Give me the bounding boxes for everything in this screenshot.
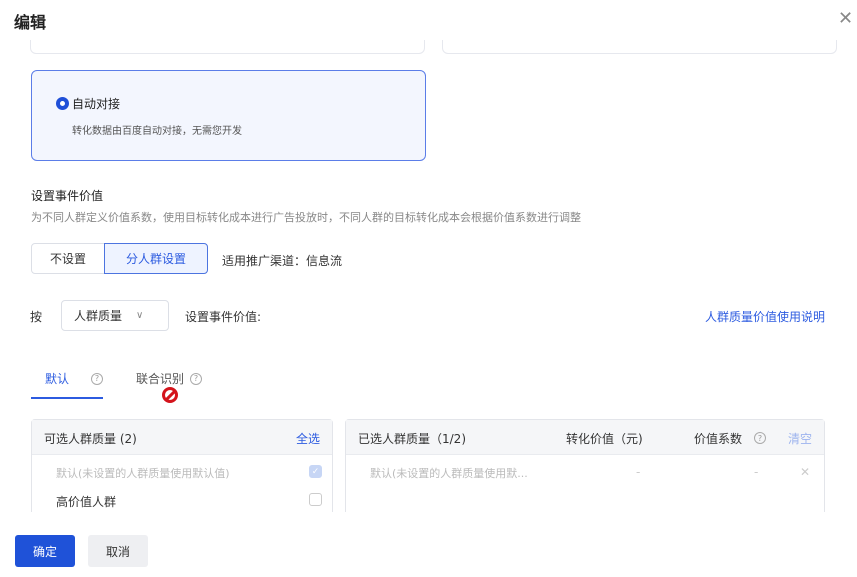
option-desc: 转化数据由百度自动对接，无需您开发 [72,126,242,137]
tab-label: 默认 [45,372,70,386]
chevron-down-icon: ∨ [136,310,144,321]
not-allowed-cursor-icon [162,387,178,403]
option-label: 自动对接 [72,97,121,111]
tab-default[interactable]: 默认? [45,370,104,387]
list-item[interactable]: 默认(未设置的人群质量使用默认值) ✓ [32,455,332,487]
remove-icon[interactable]: ✕ [799,465,810,479]
confirm-button[interactable]: 确定 [15,535,75,567]
option-card-auto[interactable]: 自动对接 转化数据由百度自动对接，无需您开发 [31,70,426,161]
channel-text: 适用推广渠道：信息流 [222,254,343,268]
panel-title: 已选人群质量（1/2) [358,432,466,446]
clear-button[interactable]: 清空 [787,432,812,446]
dialog-body[interactable]: 自动对接 转化数据由百度自动对接，无需您开发 设置事件价值 为不同人群定义价值系… [0,40,857,512]
selected-panel: 已选人群质量（1/2) 转化价值（元) 价值系数? 清空 默认(未设置的人群质量使用默… [345,419,825,512]
option-card-partial[interactable] [442,40,837,54]
item-label: 默认(未设置的人群质量使用默... [370,467,528,480]
mode-none-button[interactable]: 不设置 [31,243,105,274]
list-item: 默认(未设置的人群质量使用默... - - ✕ [346,455,824,487]
panel-title: 可选人群质量 (2) [44,432,137,446]
item-label: 默认(未设置的人群质量使用默认值) [56,467,230,480]
list-item[interactable]: 高价值人群 [32,487,332,512]
section-desc: 为不同人群定义价值系数，使用目标转化成本进行广告投放时，不同人群的目标转化成本会… [31,211,581,224]
mode-by-audience-button[interactable]: 分人群设置 [104,243,208,274]
available-panel: 可选人群质量 (2) 全选 默认(未设置的人群质量使用默认值) ✓ 高价值人群 [31,419,333,512]
close-icon[interactable]: ✕ [838,8,854,29]
section-title: 设置事件价值 [31,189,104,203]
item-label: 高价值人群 [56,495,117,509]
tab-underline [31,397,103,399]
dimension-select[interactable]: 人群质量 ∨ [61,300,169,331]
dialog-title: 编辑 [14,13,47,32]
help-icon[interactable]: ? [754,432,766,444]
help-icon[interactable]: ? [91,372,104,385]
cancel-button[interactable]: 取消 [88,535,148,567]
tab-label: 联合识别 [136,372,185,386]
by-label: 按 [30,310,43,324]
select-value: 人群质量 [74,309,123,323]
col-coef: 价值系数 [694,432,743,446]
help-icon[interactable]: ? [190,372,203,385]
option-card-partial[interactable] [30,40,425,54]
select-all-button[interactable]: 全选 [295,432,320,446]
tab-joint[interactable]: 联合识别? [136,370,203,387]
set-value-label: 设置事件价值: [185,310,262,324]
checkbox-checked[interactable]: ✓ [309,465,322,478]
checkbox[interactable] [309,493,322,506]
item-coef: - [754,465,759,479]
item-value: - [636,465,641,479]
col-value: 转化价值（元) [566,432,643,446]
help-link[interactable]: 人群质量价值使用说明 [704,310,825,324]
radio-selected[interactable] [56,97,69,110]
